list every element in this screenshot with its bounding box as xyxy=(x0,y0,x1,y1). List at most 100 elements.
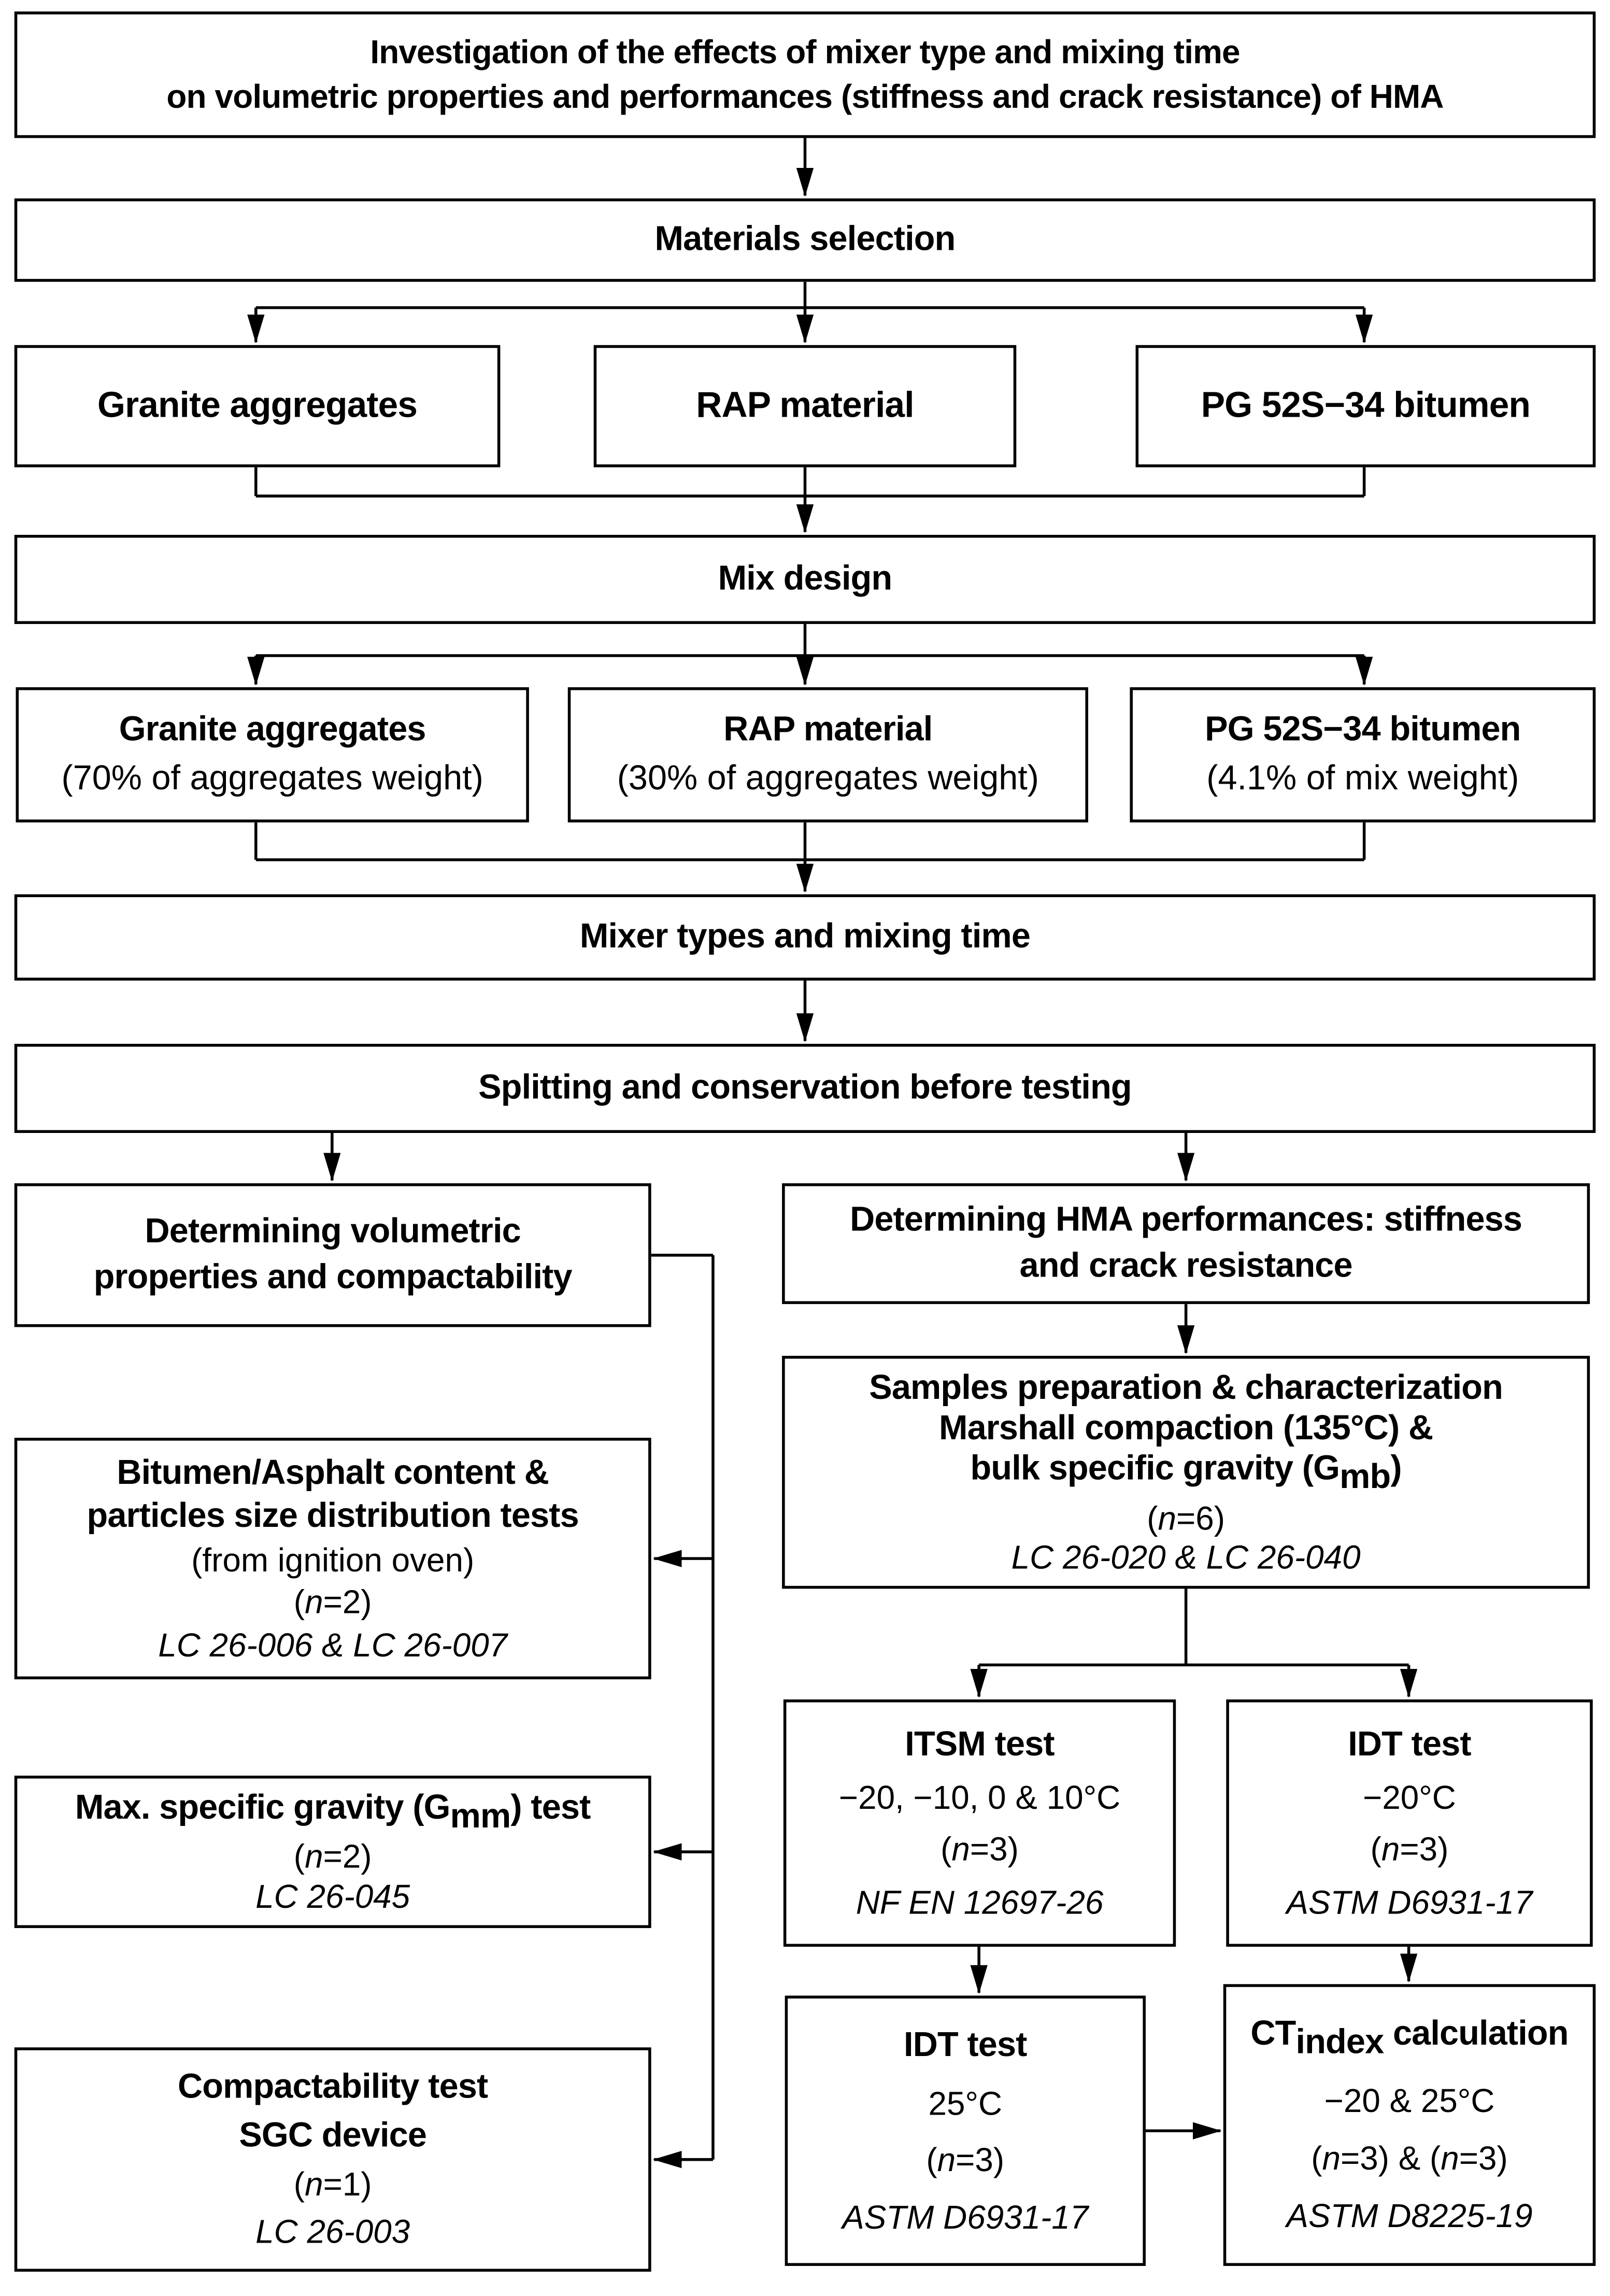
text-segment: ) test xyxy=(510,1788,591,1827)
text-line: Mix design xyxy=(718,556,893,603)
text-line: −20°C xyxy=(1363,1779,1456,1817)
text-segment: (30% of aggregates weight) xyxy=(617,759,1039,798)
node-title: Investigation of the effects of mixer ty… xyxy=(14,11,1596,138)
text-line: ITSM test xyxy=(905,1725,1055,1765)
text-line: Granite aggregates xyxy=(119,707,426,754)
node-bitumen-asphalt-content: Bitumen/Asphalt content &particles size … xyxy=(14,1438,651,1680)
text-line: IDT test xyxy=(904,2026,1027,2066)
text-segment: Mixer types and mixing time xyxy=(579,917,1031,956)
text-segment: n xyxy=(937,2141,956,2178)
text-segment: =3) xyxy=(956,2141,1005,2178)
text-segment: PG 52S−34 bitumen xyxy=(1201,385,1531,426)
text-line: Determining volumetric xyxy=(145,1209,521,1255)
node-granite-aggregates: Granite aggregates xyxy=(14,345,501,467)
text-line: and crack resistance xyxy=(1019,1244,1353,1291)
text-line: properties and compactability xyxy=(94,1255,573,1302)
node-granite-aggregates-mix: Granite aggregates(70% of aggregates wei… xyxy=(16,687,529,823)
text-line: (n=2) xyxy=(294,1838,372,1876)
text-line: RAP material xyxy=(723,707,933,754)
text-segment: n xyxy=(1322,2139,1341,2177)
text-line: (n=6) xyxy=(1147,1499,1225,1537)
text-line: CTindex calculation xyxy=(1250,2015,1569,2063)
node-rap-material: RAP material xyxy=(593,345,1017,467)
text-line: RAP material xyxy=(696,382,914,431)
text-line: (n=2) xyxy=(294,1583,372,1621)
text-segment: ( xyxy=(293,2165,305,2203)
text-segment: n xyxy=(305,2165,323,2203)
text-line: Max. specific gravity (Gmm) test xyxy=(75,1789,591,1837)
node-mixer-types: Mixer types and mixing time xyxy=(14,894,1596,981)
text-line: Investigation of the effects of mixer ty… xyxy=(370,30,1240,75)
text-segment: ASTM D8225-19 xyxy=(1286,2197,1533,2235)
node-determining-hma-performances: Determining HMA performances: stiffness a… xyxy=(782,1183,1590,1305)
text-line: ASTM D6931-17 xyxy=(1286,1883,1532,1921)
text-segment: PG 52S−34 bitumen xyxy=(1205,710,1521,749)
text-segment: bulk specific gravity (G xyxy=(970,1450,1340,1489)
text-line: LC 26-045 xyxy=(255,1877,410,1915)
text-segment: =2) xyxy=(323,1838,372,1876)
text-segment: n xyxy=(1158,1499,1176,1537)
text-segment: RAP material xyxy=(723,710,933,749)
connectors xyxy=(247,138,1418,2169)
text-line: ASTM D8225-19 xyxy=(1286,2197,1532,2235)
text-line: −20 & 25°C xyxy=(1324,2082,1495,2120)
text-segment: ( xyxy=(1370,1831,1381,1868)
text-segment: −20°C xyxy=(1363,1779,1456,1817)
text-segment: mm xyxy=(450,1797,511,1836)
text-segment: ( xyxy=(293,1838,305,1876)
text-line: LC 26-003 xyxy=(255,2213,410,2251)
text-segment: Compactability test xyxy=(178,2068,488,2107)
text-line: (4.1% of mix weight) xyxy=(1206,756,1519,803)
text-segment: LC 26-006 & LC 26-007 xyxy=(158,1625,508,1663)
node-pg-bitumen-mix: PG 52S−34 bitumen (4.1% of mix weight) xyxy=(1130,687,1596,823)
text-segment: =6) xyxy=(1176,1499,1226,1537)
node-splitting-conservation: Splitting and conservation before testin… xyxy=(14,1043,1596,1133)
text-line: (n=3) xyxy=(1371,1831,1449,1869)
text-segment: ASTM D6931-17 xyxy=(1286,1883,1533,1921)
text-segment: Granite aggregates xyxy=(119,710,426,749)
text-line: (n=3) & (n=3) xyxy=(1311,2140,1508,2178)
text-segment: particles size distribution tests xyxy=(87,1497,579,1536)
text-segment: Granite aggregates xyxy=(97,385,418,426)
text-line: IDT test xyxy=(1348,1725,1471,1765)
text-segment: Determining HMA performances: stiffness xyxy=(850,1200,1522,1239)
text-segment: NF EN 12697-26 xyxy=(856,1883,1104,1921)
text-line: (n=3) xyxy=(941,1831,1019,1869)
node-ct-index-calculation: CTindex calculation−20 & 25°C(n=3) & (n=… xyxy=(1223,1984,1596,2266)
text-segment: =1) xyxy=(323,2165,372,2203)
text-line: (n=1) xyxy=(294,2166,372,2204)
text-line: (n=3) xyxy=(926,2141,1004,2179)
text-segment: ( xyxy=(926,2141,937,2178)
text-segment: Investigation of the effects of mixer ty… xyxy=(370,33,1240,70)
text-line: PG 52S−34 bitumen xyxy=(1201,382,1531,431)
text-segment: =3) xyxy=(1459,2139,1508,2177)
text-segment: =3) xyxy=(1400,1831,1449,1868)
text-line: bulk specific gravity (Gmb) xyxy=(971,1450,1402,1498)
text-segment: Max. specific gravity (G xyxy=(75,1788,451,1827)
text-segment: ASTM D6931-17 xyxy=(842,2198,1089,2235)
text-line: 25°C xyxy=(929,2084,1003,2122)
text-segment: =2) xyxy=(323,1583,372,1621)
text-segment: (4.1% of mix weight) xyxy=(1206,759,1519,798)
text-line: on volumetric properties and performance… xyxy=(166,75,1444,119)
text-segment: =3) & ( xyxy=(1340,2139,1441,2177)
text-line: particles size distribution tests xyxy=(87,1497,579,1537)
text-line: Determining HMA performances: stiffness xyxy=(850,1197,1522,1244)
text-segment: Determining volumetric xyxy=(145,1211,521,1251)
text-segment: ( xyxy=(1147,1499,1158,1537)
node-materials-selection: Materials selection xyxy=(14,198,1596,282)
text-line: −20, −10, 0 & 10°C xyxy=(839,1779,1120,1817)
text-line: PG 52S−34 bitumen xyxy=(1205,707,1521,754)
text-line: SGC device xyxy=(239,2117,427,2157)
text-segment: ( xyxy=(293,1583,305,1621)
text-segment: and crack resistance xyxy=(1019,1246,1353,1286)
text-segment: −20, −10, 0 & 10°C xyxy=(838,1779,1121,1817)
text-segment: IDT test xyxy=(1348,1725,1471,1764)
text-line: NF EN 12697-26 xyxy=(856,1883,1104,1921)
text-segment: Mix design xyxy=(718,559,893,598)
text-segment: Samples preparation & characterization xyxy=(869,1368,1503,1408)
